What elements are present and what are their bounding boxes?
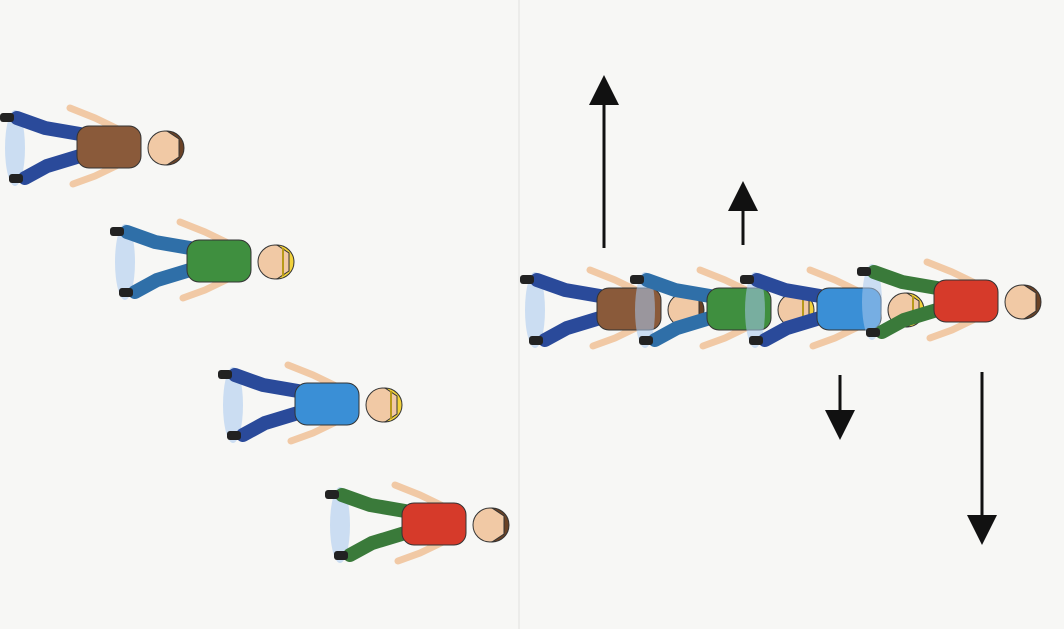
skate-icon — [866, 328, 880, 337]
lower-leg — [135, 270, 190, 292]
upper-leg — [874, 272, 937, 288]
skater-staggered-2 — [110, 222, 294, 300]
skate-icon — [639, 336, 653, 345]
skater-staggered-3 — [218, 365, 402, 443]
skater-staggered-1 — [0, 108, 184, 186]
shirt — [295, 383, 359, 425]
line-formation — [520, 262, 1041, 348]
skate-icon — [0, 113, 14, 122]
skate-icon — [520, 275, 534, 284]
skate-icon — [334, 551, 348, 560]
shirt — [402, 503, 466, 545]
lower-leg — [545, 318, 600, 340]
skate-icon — [325, 490, 339, 499]
panel-divider — [518, 0, 520, 629]
skate-icon — [749, 336, 763, 345]
staggered-formation — [0, 108, 509, 563]
lower-leg — [25, 156, 80, 178]
upper-leg — [235, 375, 298, 391]
shirt — [187, 240, 251, 282]
upper-leg — [17, 118, 80, 134]
skate-icon — [119, 288, 133, 297]
skater-line-4 — [857, 262, 1041, 340]
shirt — [77, 126, 141, 168]
shirt — [934, 280, 998, 322]
skate-icon — [630, 275, 644, 284]
skate-icon — [110, 227, 124, 236]
upper-leg — [127, 232, 190, 248]
skate-icon — [227, 431, 241, 440]
lower-leg — [765, 318, 820, 340]
skate-icon — [529, 336, 543, 345]
lower-leg — [350, 533, 405, 555]
upper-leg — [342, 495, 405, 511]
skate-icon — [740, 275, 754, 284]
lower-leg — [243, 413, 298, 435]
lower-leg — [655, 318, 710, 340]
upper-leg — [537, 280, 600, 296]
skate-icon — [9, 174, 23, 183]
skate-icon — [857, 267, 871, 276]
skater-staggered-4 — [325, 485, 509, 563]
skate-icon — [218, 370, 232, 379]
